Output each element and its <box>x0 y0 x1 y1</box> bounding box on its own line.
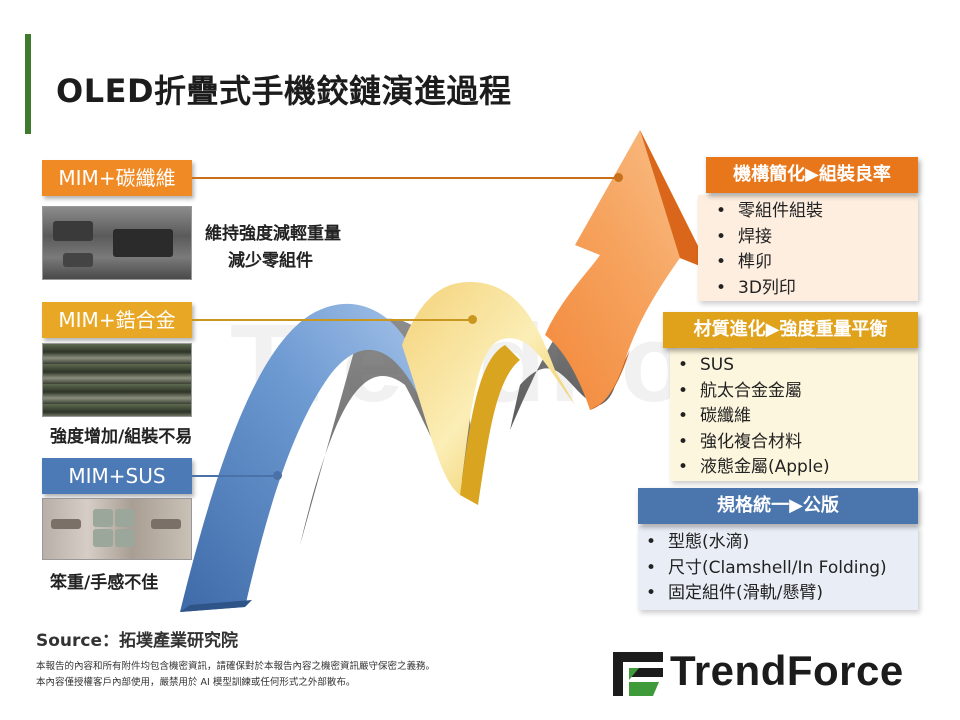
list-item: 碳纖維 <box>678 404 918 430</box>
list-item: 固定組件(滑軌/懸臂) <box>646 581 918 607</box>
caption-maintain-strength: 維持強度減輕重量 <box>205 224 341 244</box>
page-title: OLED折疊式手機鉸鏈演進過程 <box>56 72 512 110</box>
stage-label-mim-carbon-fiber: MIM+碳纖維 <box>42 160 192 196</box>
list-item: 液態金屬(Apple) <box>678 455 918 481</box>
list-item: 3D列印 <box>716 276 918 302</box>
box-body-material: SUS 航太合金金屬 碳纖維 強化複合材料 液態金屬(Apple) <box>670 349 918 481</box>
trendforce-logo-text: TrendForce <box>670 647 904 694</box>
connector-dot-sus <box>273 471 282 480</box>
caption-stronger-hard-assembly: 強度增加/組裝不易 <box>50 427 193 447</box>
hinge-photo-carbon-fiber <box>42 206 192 280</box>
list-item: 榫卯 <box>716 250 918 276</box>
box-body-mechanism: 零組件組裝 焊接 榫卯 3D列印 <box>698 195 918 301</box>
stage-label-mim-zirconium: MIM+鋯合金 <box>42 302 192 338</box>
caption-heavy-poor-feel: 笨重/手感不佳 <box>50 573 159 593</box>
hinge-photo-sus <box>42 498 192 560</box>
list-item: 型態(水滴) <box>646 530 918 556</box>
hinge-photo-zirconium <box>42 343 192 417</box>
list-item: 航太合金金屬 <box>678 379 918 405</box>
connector-line-sus <box>192 475 277 477</box>
stage-label-mim-sus: MIM+SUS <box>42 458 192 494</box>
list-item: 焊接 <box>716 225 918 251</box>
trendforce-logo-icon <box>613 652 663 696</box>
connector-dot-carbon-fiber <box>614 173 623 182</box>
source-note: Source：拓墣產業研究院 <box>36 631 239 651</box>
caption-reduce-components: 減少零組件 <box>228 251 313 271</box>
list-item: 強化複合材料 <box>678 430 918 456</box>
box-title-standardization: 規格統一▶公版 <box>638 488 918 524</box>
list-item: 尺寸(Clamshell/In Folding) <box>646 556 918 582</box>
connector-line-zirconium <box>192 319 472 321</box>
box-title-material: 材質進化▶強度重量平衡 <box>663 312 918 348</box>
connector-line-carbon-fiber <box>192 177 619 179</box>
title-accent-bar <box>25 34 31 134</box>
disclaimer-line-1: 本報告的內容和所有附件均包含機密資訊，請確保對於本報告內容之機密資訊嚴守保密之義… <box>36 661 436 672</box>
box-title-mechanism: 機構簡化▶組裝良率 <box>706 157 918 193</box>
disclaimer-line-2: 本內容僅授權客戶內部使用，嚴禁用於 AI 模型訓練或任何形式之外部散布。 <box>36 677 356 688</box>
connector-dot-zirconium <box>468 315 477 324</box>
list-item: SUS <box>678 353 918 379</box>
box-body-standardization: 型態(水滴) 尺寸(Clamshell/In Folding) 固定組件(滑軌/… <box>638 526 918 610</box>
list-item: 零組件組裝 <box>716 199 918 225</box>
